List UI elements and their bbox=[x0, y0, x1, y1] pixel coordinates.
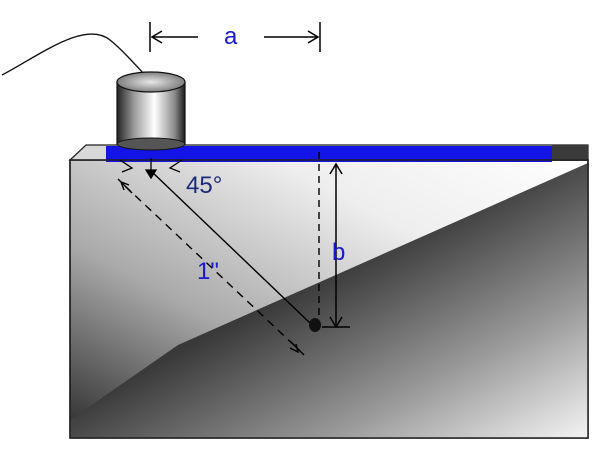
label-b: b bbox=[332, 239, 345, 266]
path-length-dimension bbox=[117, 178, 305, 356]
cylindrical-transducer-icon bbox=[116, 71, 186, 151]
dimension-b bbox=[322, 162, 350, 329]
label-angle: 45° bbox=[186, 172, 222, 199]
test-block bbox=[68, 144, 589, 439]
label-path-length: 1" bbox=[197, 258, 219, 285]
block-shadow-wedge bbox=[70, 163, 588, 438]
label-a: a bbox=[224, 23, 238, 50]
couplant-strip bbox=[106, 146, 552, 162]
beam-centerline bbox=[149, 169, 312, 325]
dimension-a bbox=[149, 22, 321, 52]
side-drilled-hole-icon bbox=[309, 318, 321, 332]
angle-marks bbox=[119, 158, 183, 180]
transducer-cable bbox=[1, 33, 149, 79]
block-outline bbox=[69, 159, 589, 439]
block-top-right-corner bbox=[552, 145, 588, 161]
